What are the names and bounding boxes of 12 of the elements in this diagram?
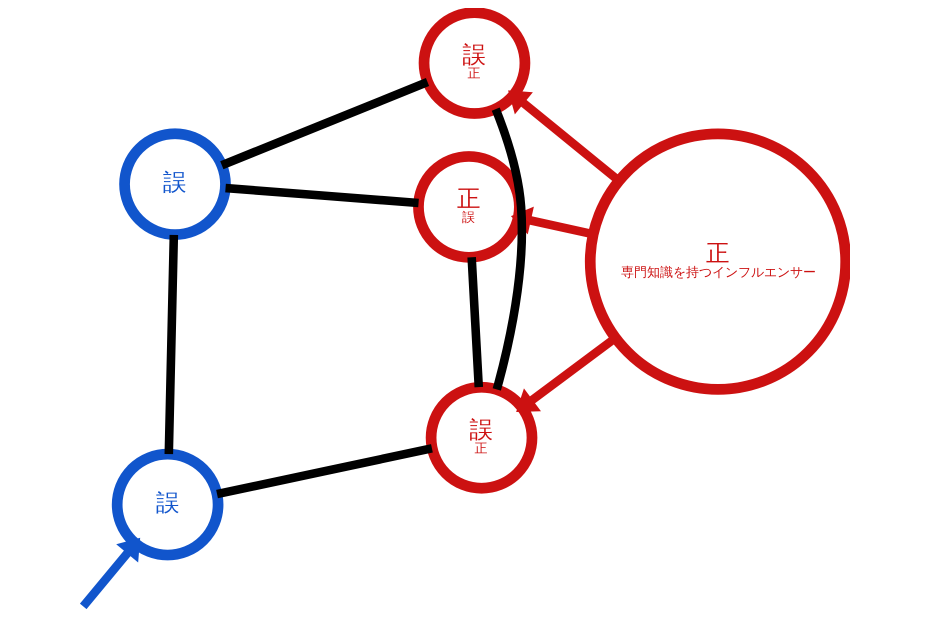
node-circle: 誤 xyxy=(111,448,223,560)
node-circle: 正 専門知識を持つインフルエンサー xyxy=(584,128,850,395)
node-circle: 誤 xyxy=(118,128,230,240)
connector xyxy=(491,108,526,391)
node-circle: 誤 正 xyxy=(418,8,530,119)
connector xyxy=(220,78,429,170)
arrow xyxy=(79,538,140,610)
connector xyxy=(164,234,178,454)
node-circle: 誤 正 xyxy=(425,382,537,494)
connector xyxy=(216,444,432,498)
connector xyxy=(224,184,418,208)
connector xyxy=(466,257,483,388)
